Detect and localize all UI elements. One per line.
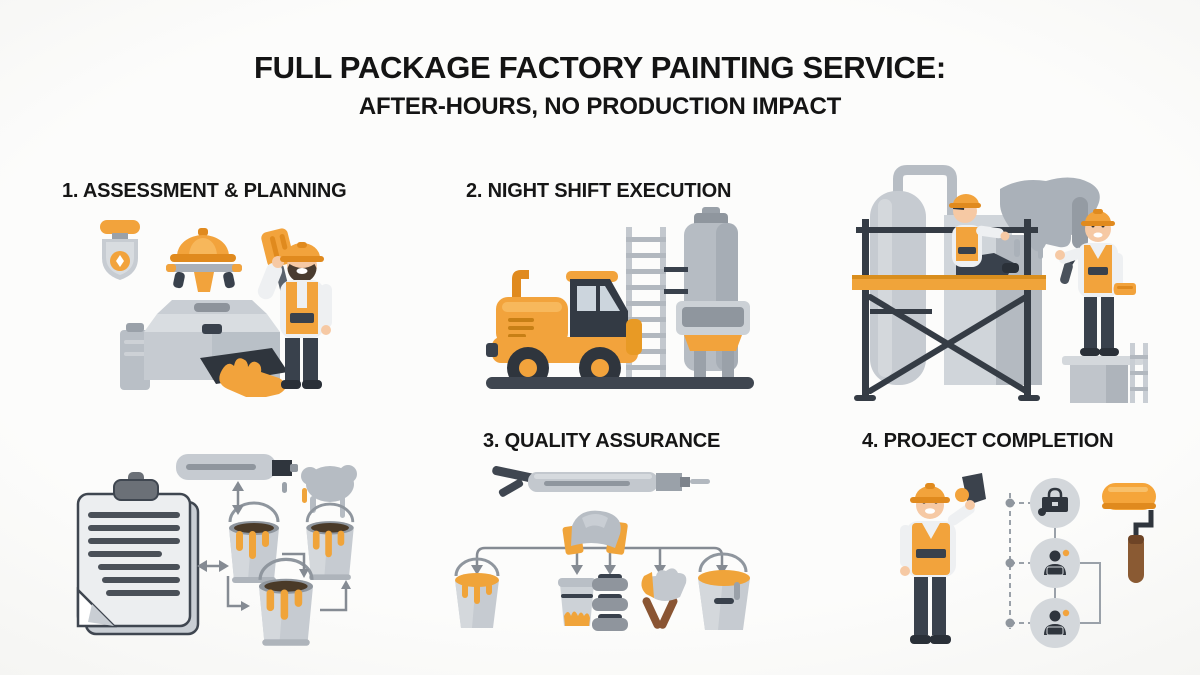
paint-splash-icon (301, 465, 357, 518)
scaffolding-illustration (848, 163, 1150, 405)
person-glyph-icon (1044, 549, 1070, 576)
paint-tins-stack-icon (592, 574, 628, 631)
work-glove-icon (219, 358, 286, 397)
task-flow-diagram (1005, 478, 1101, 648)
paint-bucket-icon (227, 501, 281, 585)
ladder-icon (626, 227, 666, 379)
paint-bucket-icon (698, 552, 750, 630)
worker-with-brush-icon (257, 228, 332, 389)
assessment-illustration (82, 212, 340, 397)
paint-bucket-icon (304, 502, 356, 582)
worker-with-tool-icon (900, 473, 986, 644)
section-heading-quality: 3. QUALITY ASSURANCE (483, 430, 721, 452)
small-bucket-icon (558, 578, 596, 626)
paint-roller-icon (176, 454, 298, 493)
branch-arrows (475, 546, 724, 568)
safety-badge-icon (100, 220, 140, 280)
toolbox-icon (120, 300, 288, 397)
spray-gun-icon (492, 466, 710, 497)
clipboard-checklist-icon (76, 472, 200, 636)
scaffold-icon (852, 219, 1046, 401)
title-line-1: FULL PACKAGE FACTORY PAINTING SERVICE: (254, 50, 946, 85)
hard-hat-rack-icon (166, 228, 242, 292)
forklift-icon (486, 270, 642, 389)
poster-title: FULL PACKAGE FACTORY PAINTING SERVICE: A… (0, 50, 1200, 121)
brush-crossed-icon (641, 568, 687, 629)
ground-bar (486, 377, 754, 389)
branch-arrowheads (471, 565, 728, 575)
completion-illustration (858, 463, 1158, 660)
paint-bucket-icon (454, 557, 500, 628)
seated-painter-icon (949, 194, 1019, 275)
section-heading-completion: 4. PROJECT COMPLETION (862, 430, 1114, 452)
title-line-2: AFTER-HOURS, NO PRODUCTION IMPACT (358, 93, 842, 120)
toolbox-glyph-icon (1038, 487, 1068, 516)
cycle-arrowheads (197, 481, 351, 611)
section-heading-assessment: 1. ASSESSMENT & PLANNING (62, 180, 347, 202)
section-heading-night-shift: 2. NIGHT SHIFT EXECUTION (466, 180, 732, 202)
planning-cycle-illustration (58, 424, 360, 648)
person-glyph-icon (1044, 609, 1070, 636)
night-shift-illustration (478, 205, 763, 395)
pedestal-icon (1062, 343, 1148, 403)
paint-roller-vertical-icon (1102, 483, 1156, 583)
quality-assurance-illustration (432, 460, 767, 634)
industrial-tank-icon (664, 207, 750, 377)
standing-painter-icon (1055, 209, 1136, 356)
roller-sleeve-icon (562, 510, 628, 555)
